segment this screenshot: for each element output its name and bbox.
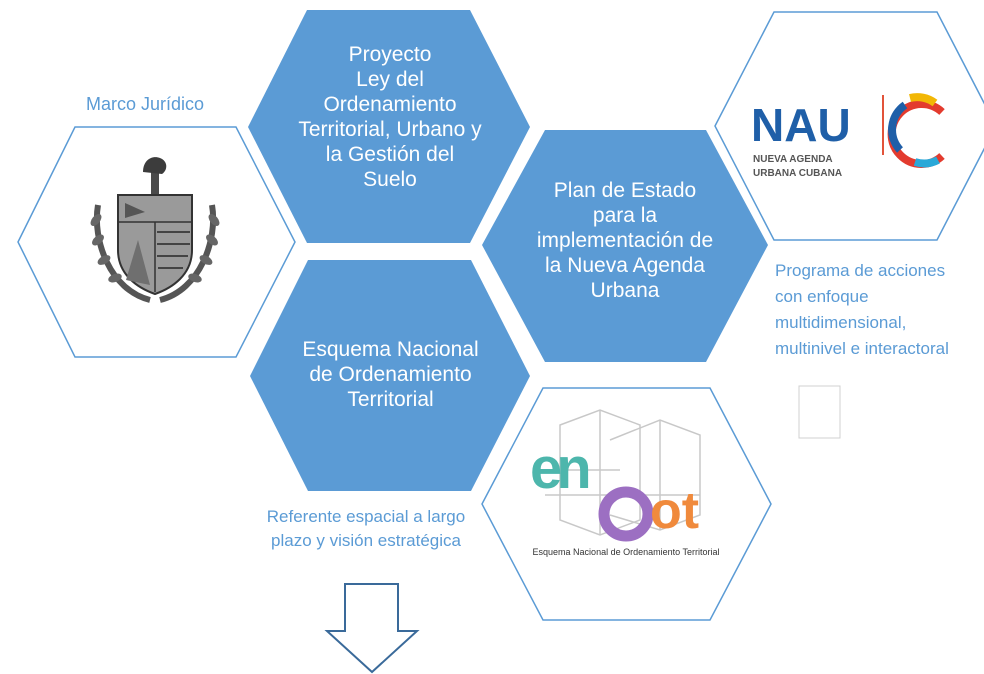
caption-referente-espacial: Referente espacial a largo plazo y visió… <box>266 507 466 550</box>
hex-esquema-nacional <box>250 260 530 491</box>
nau-sub-1: NUEVA AGENDA <box>753 154 833 165</box>
caption-marco-juridico: Marco Jurídico <box>86 94 205 114</box>
enot-caption: Esquema Nacional de Ordenamiento Territo… <box>533 547 720 557</box>
nau-logo <box>882 93 945 168</box>
enot-word-en: en <box>530 436 588 501</box>
hex-proyecto-ley <box>248 10 530 243</box>
hex-plan-estado <box>482 130 768 362</box>
hex-text-proyecto-ley: Proyecto Ley del Ordenamiento Territoria… <box>298 43 482 191</box>
down-arrow-icon <box>324 583 420 674</box>
hex-nau <box>714 11 984 241</box>
nau-c-mark <box>887 93 945 168</box>
cuban-coat-of-arms-icon <box>90 157 220 303</box>
empty-placeholder-box <box>798 385 841 439</box>
nau-title: NAU <box>751 99 851 151</box>
enot-logo <box>540 409 701 542</box>
enot-word-ot: ot <box>650 482 699 540</box>
nau-sub-2: URBANA CUBANA <box>753 168 842 179</box>
hex-text-plan-estado: Plan de Estado para la implementación de… <box>536 179 714 302</box>
hex-enot <box>481 387 772 621</box>
hex-text-esquema-nacional: Esquema Nacional de Ordenamiento Territo… <box>302 338 479 411</box>
caption-programa-acciones: Programa de acciones con enfoque multidi… <box>775 261 949 358</box>
